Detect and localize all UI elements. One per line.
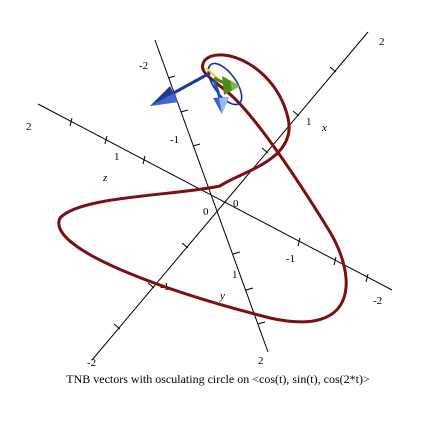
tangent-vector xyxy=(150,71,211,106)
y-tick-label: -2 xyxy=(139,60,148,72)
y-tick-label: 1 xyxy=(232,269,238,281)
y-tick xyxy=(245,287,254,291)
y-axis-name: y xyxy=(219,290,225,302)
y-tick-label: -1 xyxy=(170,134,179,146)
y-tick-label: 2 xyxy=(258,355,264,367)
z-tick-label: 2 xyxy=(26,121,32,133)
y-tick xyxy=(180,109,189,113)
z-axis-line xyxy=(37,103,393,291)
z-tick xyxy=(365,273,369,283)
axis-ticks xyxy=(69,66,369,330)
space-curve xyxy=(57,53,348,324)
z-tick-label: -1 xyxy=(286,253,295,265)
normal-vector xyxy=(213,76,240,95)
z-tick xyxy=(297,237,301,247)
origin-label: 0 xyxy=(233,198,239,210)
tick-labels: 2 1 -1 -2 -2 -1 1 2 2 1 -1 -2 0 0 xyxy=(26,36,385,369)
z-tick-label: -2 xyxy=(373,295,382,307)
x-tick xyxy=(261,147,269,154)
figure-caption: TNB vectors with osculating circle on <c… xyxy=(66,372,370,386)
binormal-vector xyxy=(212,79,229,114)
y-tick xyxy=(192,143,201,147)
x-tick-label: 1 xyxy=(306,116,312,128)
z-tick xyxy=(142,155,146,165)
y-axis-line xyxy=(154,39,269,353)
y-tick xyxy=(167,75,176,79)
x-axis-name: x xyxy=(321,122,327,134)
x-tick-label: 2 xyxy=(379,36,385,48)
x-tick xyxy=(292,110,300,117)
x-tick xyxy=(113,323,121,330)
z-axis-name: z xyxy=(102,172,108,184)
x-tick xyxy=(329,66,337,73)
x-tick-label: -2 xyxy=(87,357,96,369)
x-tick xyxy=(181,242,189,249)
z-tick xyxy=(333,256,337,266)
y-tick xyxy=(257,321,266,325)
y-tick xyxy=(232,251,241,255)
z-tick xyxy=(104,135,108,145)
x-axis-line xyxy=(91,31,369,361)
z-tick xyxy=(69,117,73,127)
axis-names: x y z xyxy=(102,122,327,302)
z-tick-label: 1 xyxy=(114,151,120,163)
origin-label: 0 xyxy=(203,206,209,218)
x-tick xyxy=(147,282,155,289)
